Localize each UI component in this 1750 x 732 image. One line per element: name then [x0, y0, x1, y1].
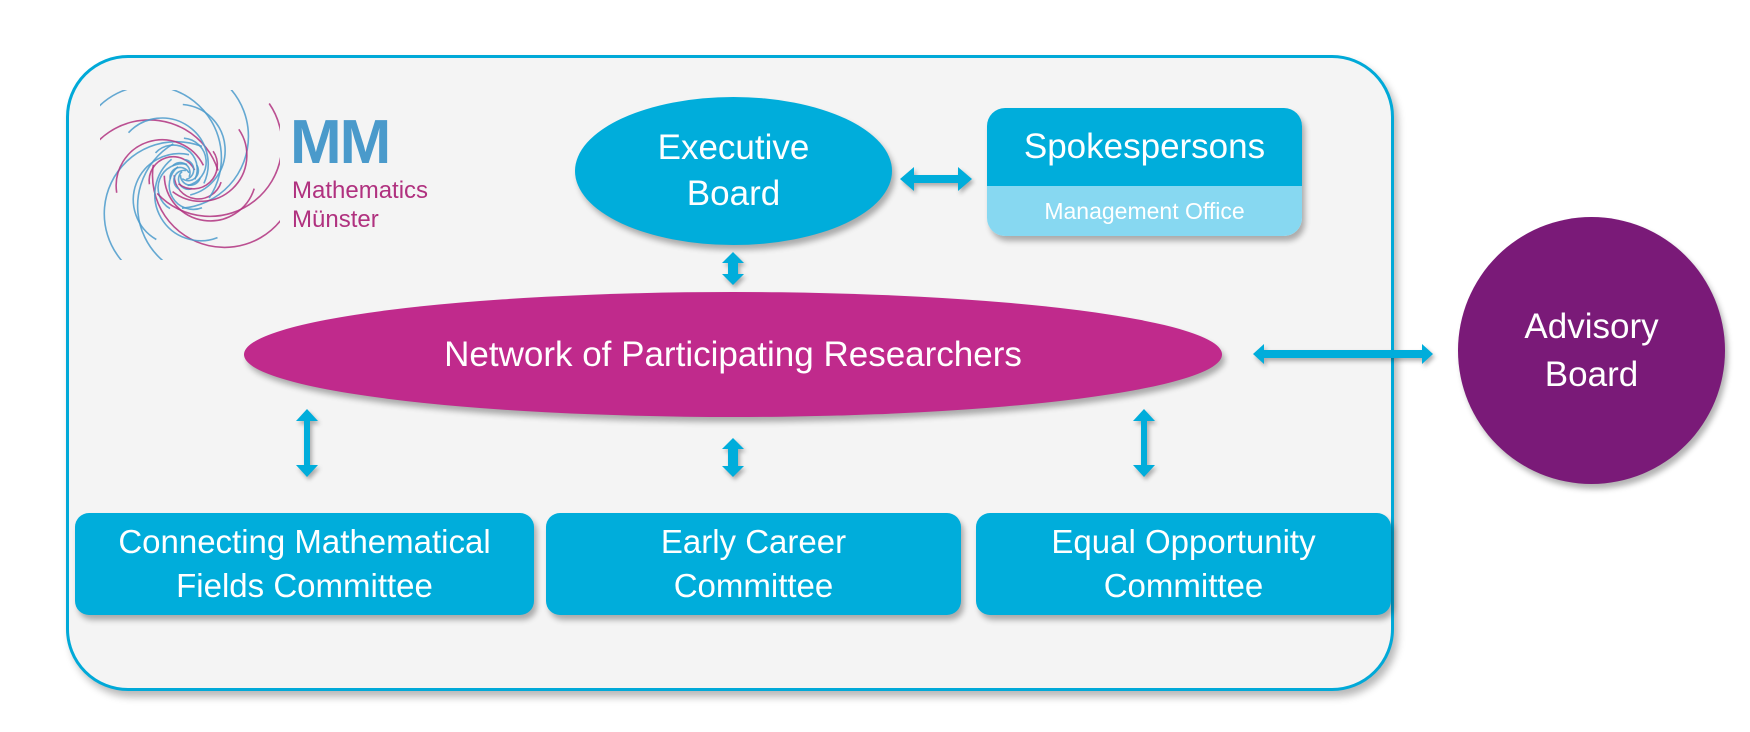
spiral-arc [181, 164, 200, 182]
committee-label-line1: Equal Opportunity [1051, 523, 1316, 560]
spiral-arc [115, 139, 205, 193]
committee-connecting-mathematical-fields[interactable]: Connecting Mathematical Fields Committee [75, 513, 534, 615]
spiral-arc [100, 119, 219, 171]
network-label: Network of Participating Researchers [444, 334, 1022, 374]
spiral-arc [172, 128, 248, 203]
spiral-arc [148, 155, 196, 185]
committee-early-career[interactable]: Early Career Committee [546, 513, 961, 615]
spiral-arc [154, 158, 218, 242]
committee-equal-opportunity[interactable]: Equal Opportunity Committee [976, 513, 1391, 615]
executive-board-label-line1: Executive [657, 128, 810, 167]
spiral-arc [156, 103, 280, 218]
spiral-arc [172, 161, 191, 178]
spiral-arc [163, 175, 255, 222]
executive-board-label-line2: Board [686, 174, 781, 213]
committee-label-line2: Committee [1103, 567, 1264, 604]
spiral-arc [178, 150, 219, 190]
logo-text-line1: Mathematics [292, 177, 429, 204]
spiral-arc [173, 175, 222, 200]
management-office-subtitle: Management Office [987, 186, 1302, 236]
committee-label-line2: Committee [673, 567, 834, 604]
spiral-arc [182, 103, 226, 196]
spiral-arc [181, 90, 250, 209]
spiral-arc [136, 143, 174, 260]
network-node[interactable]: Network of Participating Researchers [244, 292, 1222, 417]
spiral-arc [154, 144, 198, 180]
committee-label-line1: Early Career [660, 523, 847, 560]
committee-label-line2: Fields Committee [176, 567, 433, 604]
spiral-arc [127, 117, 209, 184]
spiral-arc [183, 137, 207, 187]
advisory-board-label-line2: Board [1544, 354, 1639, 394]
spiral-arc [184, 158, 195, 181]
advisory-board-label-line1: Advisory [1524, 306, 1659, 346]
logo-abbreviation: MM [290, 108, 391, 177]
spiral-arc [132, 152, 190, 241]
spiral-arc [168, 166, 203, 211]
spokespersons-title: Spokespersons [987, 108, 1302, 186]
committee-label-line1: Connecting Mathematical [118, 523, 491, 560]
spiral-arc [157, 163, 188, 210]
spiral-arc [169, 166, 190, 180]
spiral-logo-icon [100, 90, 280, 260]
spiral-arc [103, 140, 203, 260]
executive-board-node[interactable]: Executive Board [575, 97, 892, 245]
spokespersons-node[interactable]: Spokespersons Management Office [987, 108, 1302, 236]
spiral-arc [173, 169, 187, 190]
advisory-board-node[interactable]: Advisory Board [1458, 217, 1725, 484]
logo-text-line2: Münster [292, 206, 379, 233]
